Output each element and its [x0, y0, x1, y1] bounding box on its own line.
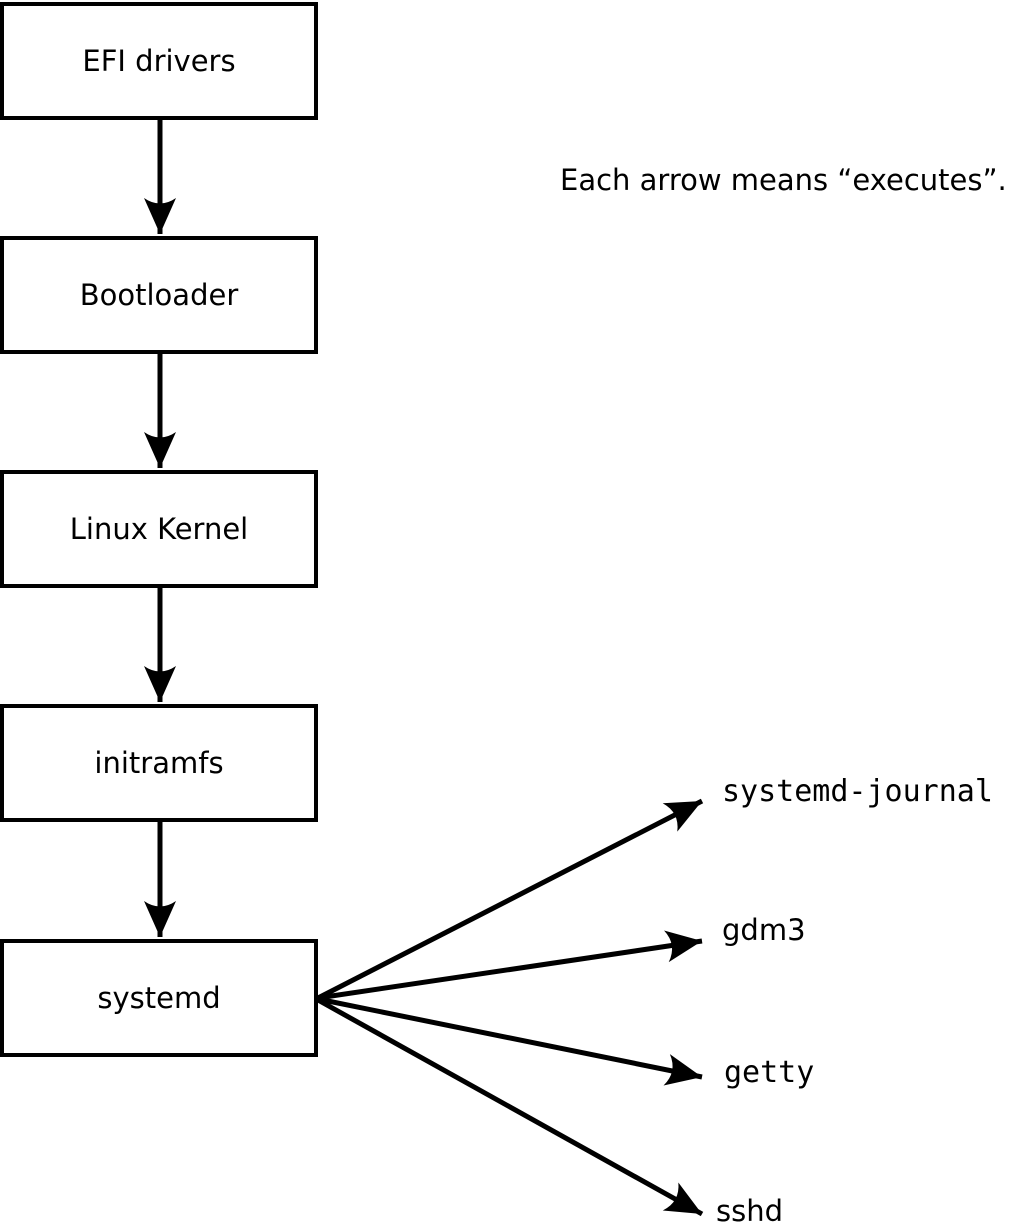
legend-note: Each arrow means “executes”.: [560, 163, 1007, 197]
node-initramfs-label: initramfs: [94, 745, 224, 780]
node-systemd: systemd: [0, 939, 318, 1057]
arrow-systemd-to-gdm3: [317, 930, 703, 1001]
node-linux-kernel-label: Linux Kernel: [69, 511, 249, 546]
label-gdm3: gdm3: [722, 913, 806, 947]
node-initramfs: initramfs: [0, 704, 318, 822]
arrow-systemd-to-sshd: [316, 997, 704, 1217]
node-bootloader: Bootloader: [0, 236, 318, 354]
node-efi-drivers-label: EFI drivers: [82, 43, 236, 78]
label-systemd-journal: systemd-journal: [722, 774, 993, 809]
arrow-systemd-to-getty: [317, 996, 703, 1086]
node-bootloader-label: Bootloader: [79, 277, 239, 312]
node-linux-kernel: Linux Kernel: [0, 470, 318, 588]
label-getty: getty: [724, 1055, 815, 1090]
node-systemd-label: systemd: [97, 980, 221, 1015]
arrow-systemd-to-journal: [316, 798, 704, 1001]
node-efi-drivers: EFI drivers: [0, 2, 318, 120]
label-sshd: sshd: [716, 1194, 784, 1228]
